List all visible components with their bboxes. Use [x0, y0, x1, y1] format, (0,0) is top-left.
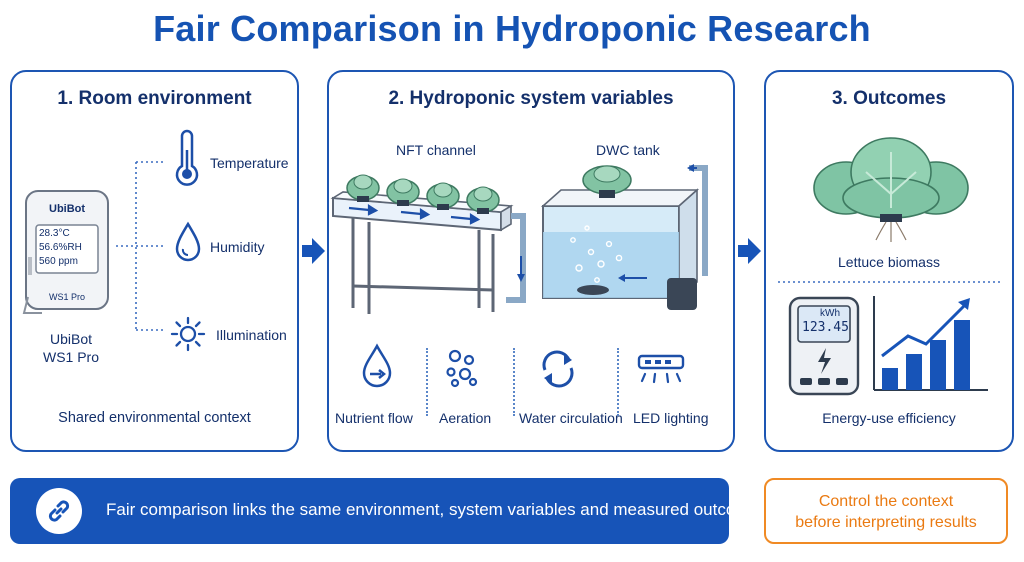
panel-heading: 3. Outcomes [831, 88, 947, 109]
flow-arrow-icon [302, 238, 325, 264]
sun-icon [170, 316, 206, 352]
variable-divider [617, 348, 619, 416]
water-drop-icon [175, 221, 201, 262]
device-label-line2: WS1 Pro [42, 349, 99, 365]
variable-led-lighting: LED lighting [633, 410, 709, 426]
factor-illumination: Illumination [216, 327, 287, 343]
thermometer-icon [175, 129, 199, 186]
link-icon-badge [36, 488, 82, 534]
meter-unit: kWh [820, 308, 840, 319]
variable-divider [513, 348, 515, 416]
nft-channel-illustration [330, 174, 526, 314]
factor-humidity: Humidity [210, 239, 265, 255]
lettuce-icon [813, 137, 969, 242]
page-title: Fair Comparison in Hydroponic Research [153, 8, 871, 49]
panel-heading: 2. Hydroponic system variables [388, 88, 674, 109]
factor-temperature: Temperature [210, 155, 289, 171]
panel1-footer: Shared environmental context [58, 410, 251, 426]
device-brand: UbiBot [49, 203, 86, 215]
variable-aeration: Aeration [439, 410, 492, 426]
dwc-tank-label: DWC tank [596, 142, 660, 158]
led-light-icon [637, 354, 685, 384]
variable-water-circulation: Water circulation [519, 410, 623, 426]
device-temp-readout: 28.3°C [39, 228, 70, 239]
note-line1: Control the context [818, 493, 954, 510]
nft-channel-label: NFT channel [396, 142, 476, 158]
outcome-lettuce-biomass: Lettuce biomass [838, 254, 940, 270]
panel-hydroponic-variables: 2. Hydroponic system variables NFT chann… [327, 70, 735, 452]
variable-nutrient-flow: Nutrient flow [335, 410, 413, 426]
aeration-bubbles-icon [446, 349, 478, 388]
link-icon [48, 500, 70, 522]
circulation-arrows-icon [542, 350, 574, 388]
device-label-line1: UbiBot [49, 331, 93, 347]
control-note: Control the context before interpreting … [764, 478, 1008, 544]
energy-meter-icon [788, 296, 860, 396]
ubibot-device-icon [22, 190, 109, 314]
device-ppm-readout: 560 ppm [39, 256, 78, 267]
outcome-divider [778, 281, 1000, 283]
summary-banner: Fair comparison links the same environme… [10, 478, 772, 544]
variable-divider [426, 348, 428, 416]
panel-outcomes: 3. Outcomes Lettuce biomass kWh 123.45 [764, 70, 1014, 452]
dwc-tank-illustration [540, 164, 708, 310]
device-humidity-readout: 56.6%RH [39, 242, 82, 253]
efficiency-bar-chart-icon [873, 296, 988, 391]
nutrient-flow-icon [362, 343, 392, 388]
note-line2: before interpreting results [795, 514, 977, 531]
device-label: UbiBot WS1 Pro [26, 330, 116, 366]
panel-heading: 1. Room environment [57, 88, 252, 109]
flow-arrow-icon [738, 238, 761, 264]
outcome-energy-efficiency: Energy-use efficiency [822, 410, 956, 426]
summary-text: Fair comparison links the same environme… [106, 500, 773, 519]
panel-room-environment: 1. Room environment UbiBot 28.3°C 56.6%R… [10, 70, 299, 452]
device-model-text: WS1 Pro [49, 292, 86, 302]
factor-connectors [116, 161, 166, 331]
meter-value: 123.45 [802, 320, 849, 335]
